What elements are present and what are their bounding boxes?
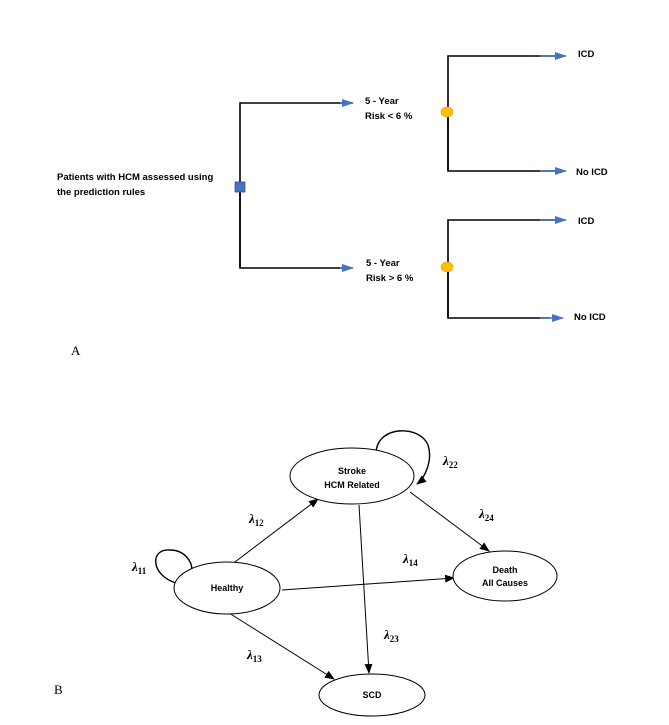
chance-node-low [440, 106, 454, 118]
branch-high-line [239, 187, 350, 269]
branch-low-label-line1: 5 - Year [365, 96, 399, 107]
rate-label-22: λ22 [442, 453, 458, 470]
rate-label-12: λ12 [248, 511, 264, 528]
branch-low-label-line2: Risk < 6 % [365, 111, 413, 122]
decision-node [234, 181, 246, 193]
rate-label-13: λ13 [246, 647, 262, 664]
rate-label-23: λ23 [383, 627, 399, 644]
low-icd-label: ICD [578, 49, 595, 60]
state-stroke-label-line2: HCM Related [324, 480, 380, 490]
low-icd-line [447, 55, 555, 170]
state-death-label-line1: Death [492, 565, 517, 575]
edge-healthy-stroke [230, 498, 319, 566]
state-stroke [289, 447, 415, 505]
high-icd-line [447, 219, 555, 317]
state-healthy [173, 561, 281, 615]
panel-a-label: A [71, 343, 81, 358]
self-loop-healthy [155, 549, 193, 584]
state-death [452, 550, 558, 602]
state-scd-label: SCD [362, 690, 382, 700]
high-no-icd-line [447, 266, 550, 319]
decision-tree: Patients with HCM assessed using the pre… [57, 49, 608, 358]
high-icd-label: ICD [578, 216, 595, 227]
edge-stroke-death [409, 491, 490, 552]
panel-b-label: B [54, 682, 63, 697]
state-death-label-line2: All Causes [482, 578, 528, 588]
edge-stroke-scd [358, 504, 373, 674]
self-loop-stroke [375, 430, 431, 485]
branch-high-label-line2: Risk > 6 % [366, 273, 414, 284]
chance-node-high [440, 261, 454, 273]
low-no-icd-line [447, 110, 555, 172]
rate-label-14: λ14 [402, 551, 418, 568]
state-diagram: Healthy Stroke HCM Related Death All Cau… [54, 430, 558, 717]
rate-label-24: λ24 [478, 506, 494, 523]
root-label-line2: the prediction rules [57, 187, 145, 198]
high-no-icd-label: No ICD [574, 312, 606, 323]
state-scd [318, 673, 426, 717]
branch-low-line [239, 102, 350, 267]
edge-healthy-scd [228, 612, 335, 680]
low-no-icd-label: No ICD [576, 167, 608, 178]
state-stroke-label-line1: Stroke [338, 466, 366, 476]
edge-healthy-death [281, 574, 455, 591]
state-healthy-label: Healthy [211, 583, 244, 593]
root-label-line1: Patients with HCM assessed using [57, 172, 213, 183]
rate-label-11: λ11 [131, 559, 147, 576]
branch-high-label-line1: 5 - Year [366, 258, 400, 269]
